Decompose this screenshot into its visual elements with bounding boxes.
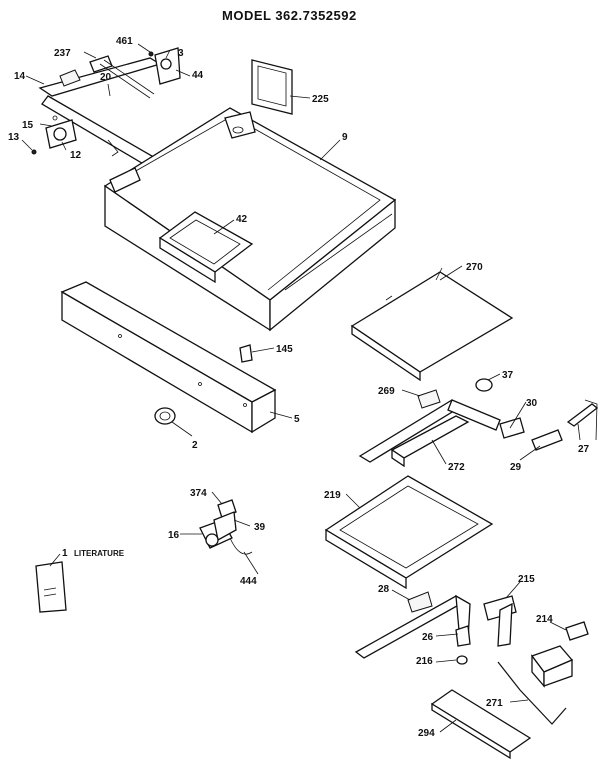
callout-3: 3 (178, 48, 184, 59)
igniter-214 (530, 621, 589, 688)
bracket-225 (251, 59, 293, 115)
burner-manifold-assembly (31, 47, 191, 189)
leader-lines (21, 43, 581, 733)
callout-271: 271 (486, 698, 503, 709)
panel-270 (350, 267, 514, 382)
callout-28: 28 (378, 584, 390, 595)
diagram-title: MODEL 362.7352592 (222, 8, 357, 23)
callout-269: 269 (378, 386, 395, 397)
callout-1: 1 (62, 548, 68, 559)
bracket-272 (390, 415, 470, 468)
callout-461: 461 (116, 36, 133, 47)
burner-box (103, 107, 397, 332)
bracket-215 (483, 595, 517, 647)
callout-145: 145 (276, 344, 293, 355)
callout-39: 39 (254, 522, 266, 533)
front-panel (60, 281, 277, 434)
callout-444: 444 (240, 576, 257, 587)
callout-225: 225 (312, 94, 329, 105)
callout-272: 272 (448, 462, 465, 473)
callout-270: 270 (466, 262, 483, 273)
callout-5: 5 (294, 414, 300, 425)
callout-9: 9 (342, 132, 348, 143)
callout-42: 42 (236, 214, 248, 225)
shield-294 (430, 689, 532, 760)
callout-20: 20 (100, 72, 112, 83)
callout-216: 216 (416, 656, 433, 667)
wire-271 (497, 661, 567, 725)
callout-16: 16 (168, 530, 180, 541)
callout-12: 12 (70, 150, 82, 161)
callout-2: 2 (192, 440, 198, 451)
callout-294: 294 (418, 728, 435, 739)
callout-15: 15 (22, 120, 34, 131)
lower-burner-tube (354, 591, 471, 665)
callout-219: 219 (324, 490, 341, 501)
callout-26: 26 (422, 632, 434, 643)
knob-2 (154, 407, 176, 425)
callout-44: 44 (192, 70, 204, 81)
literature-label: LITERATURE (74, 549, 125, 558)
callout-30: 30 (526, 398, 538, 409)
callout-374: 374 (190, 488, 207, 499)
clip-145 (239, 344, 253, 363)
callout-215: 215 (518, 574, 535, 585)
callout-27: 27 (578, 444, 590, 455)
callout-237: 237 (54, 48, 71, 59)
callout-14: 14 (14, 71, 26, 82)
callout-13: 13 (8, 132, 20, 143)
callout-labels: 461 237 3 14 20 44 225 15 13 12 9 42 270… (8, 36, 590, 739)
oven-burner-tube (358, 378, 599, 463)
literature-booklet (35, 561, 67, 613)
valve-assembly (199, 499, 253, 555)
callout-29: 29 (510, 462, 522, 473)
tray-219 (324, 475, 494, 590)
callout-37: 37 (502, 370, 514, 381)
callout-214: 214 (536, 614, 553, 625)
